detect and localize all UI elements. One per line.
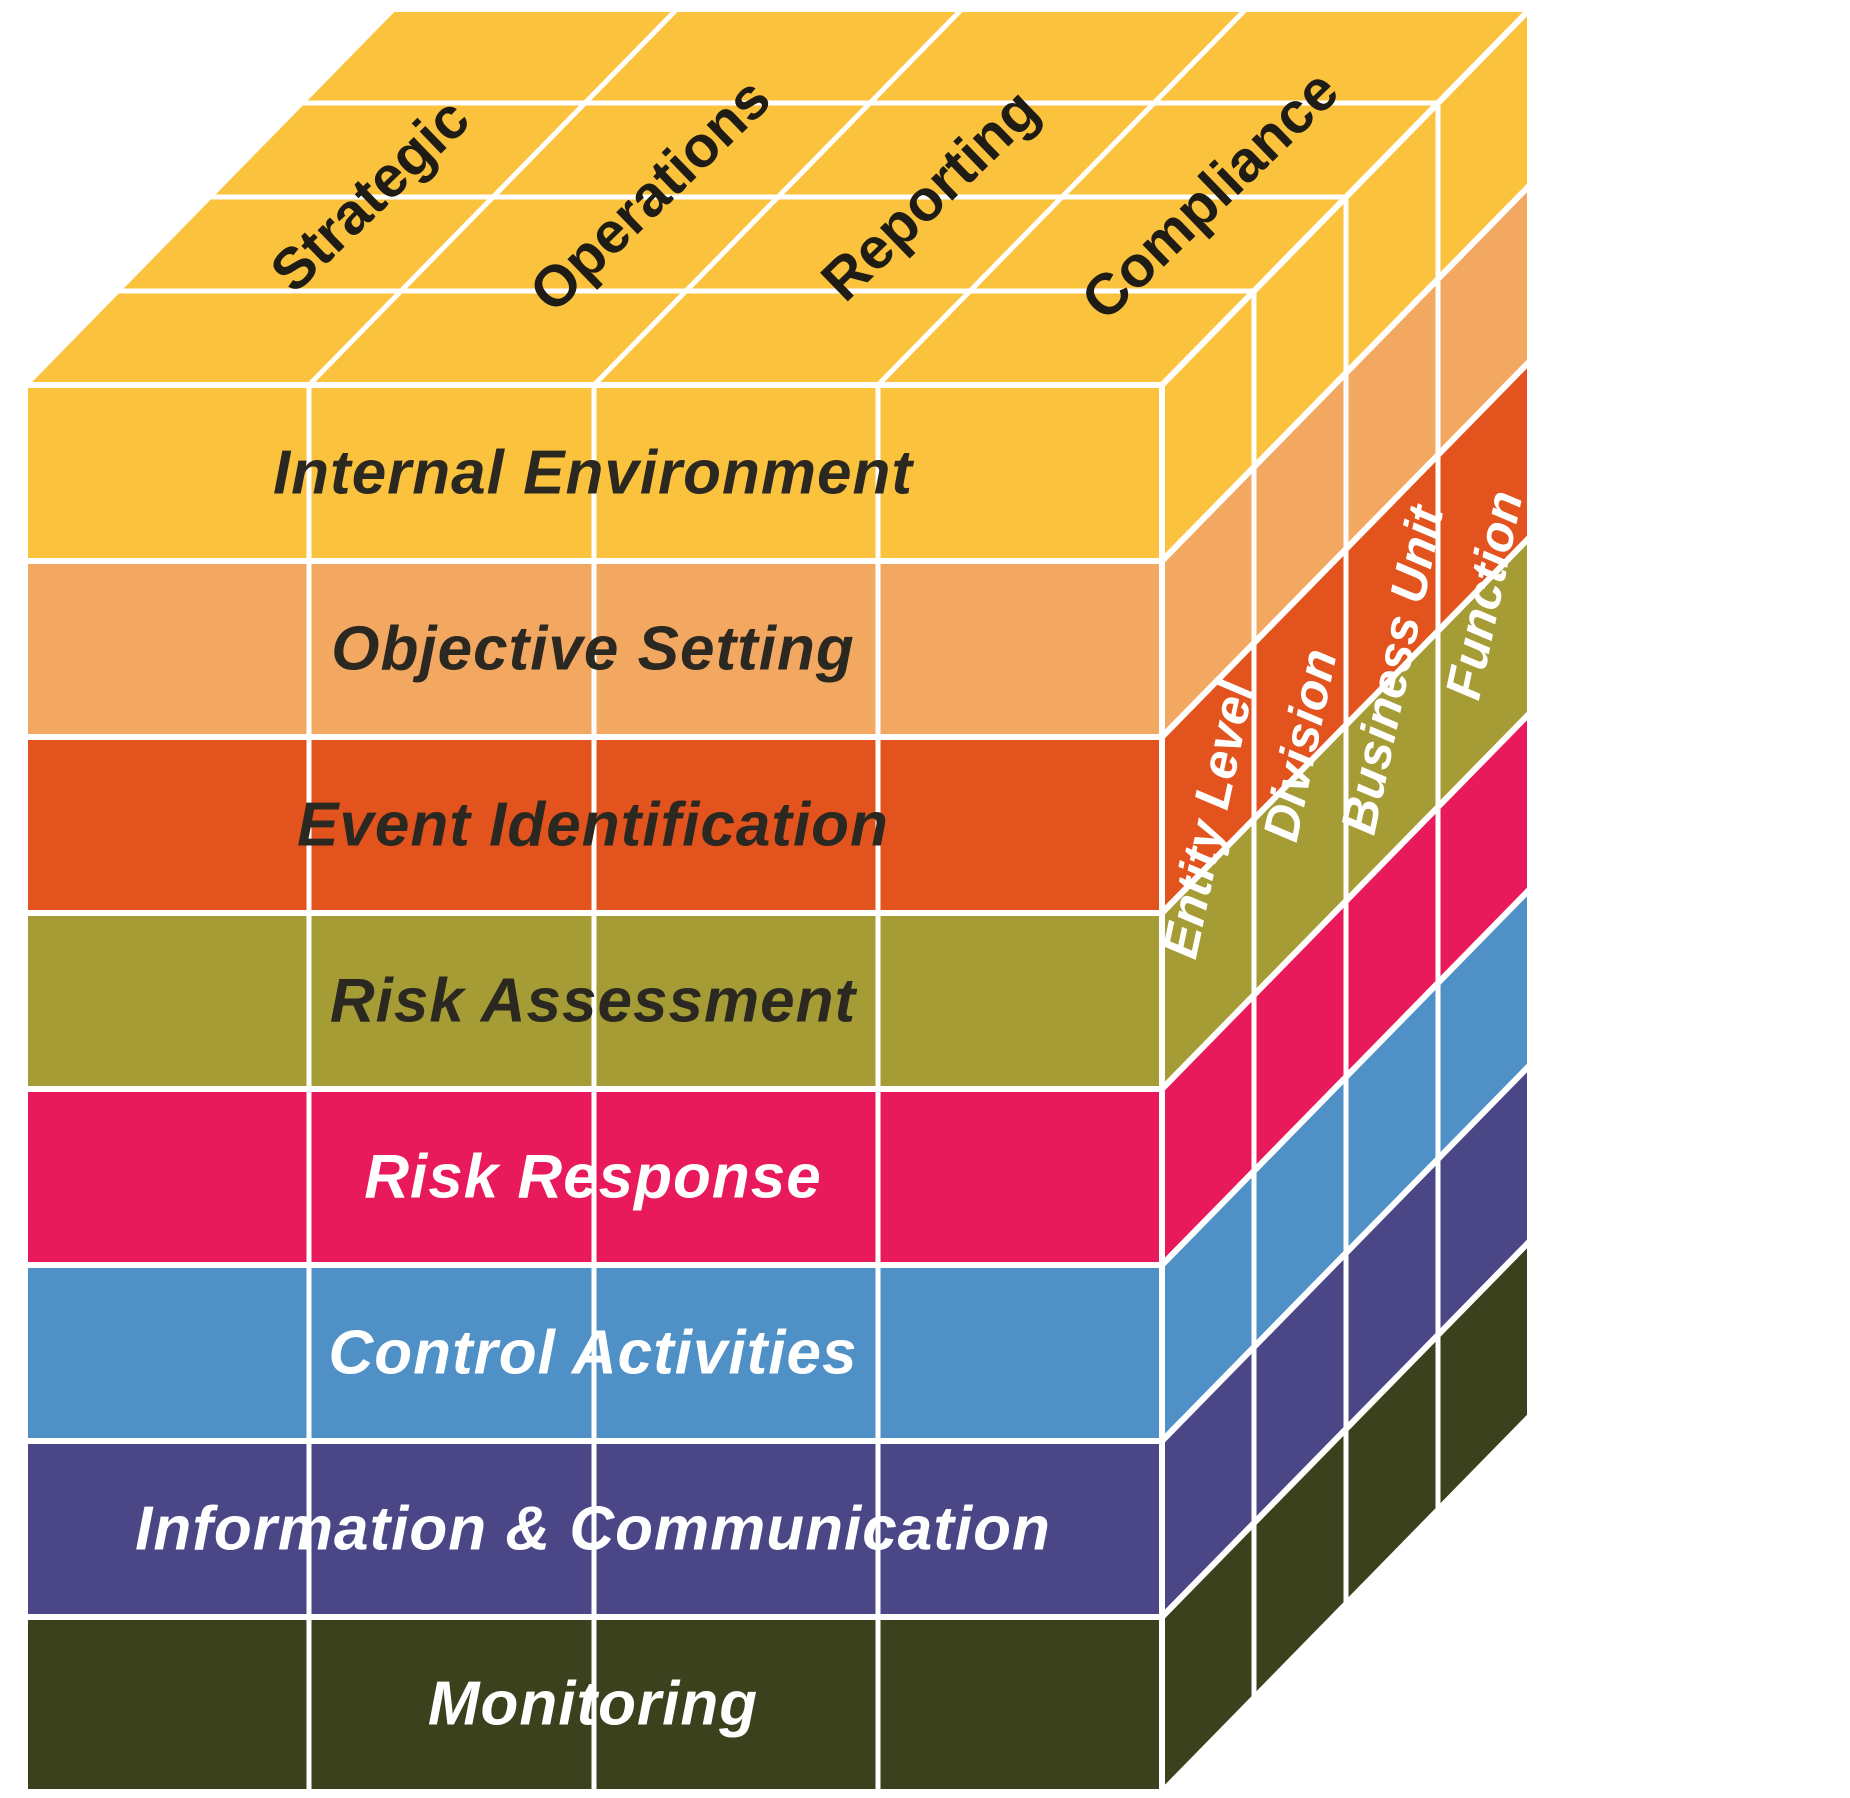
front-label-risk-response: Risk Response (364, 1143, 822, 1212)
side-face: Entity Level Division Business Unit Func… (1151, 6, 1533, 1795)
front-label-internal-environment: Internal Environment (273, 439, 914, 508)
top-face: Strategic Operations Reporting Complianc… (22, 6, 1533, 388)
front-label-monitoring: Monitoring (428, 1670, 758, 1739)
front-label-information-communication: Information & Communication (135, 1495, 1051, 1564)
front-face: Internal Environment Objective Setting E… (22, 382, 1165, 1795)
front-label-control-activities: Control Activities (329, 1319, 858, 1388)
front-label-objective-setting: Objective Setting (331, 615, 854, 684)
front-label-event-identification: Event Identification (297, 791, 889, 860)
front-label-risk-assessment: Risk Assessment (330, 967, 858, 1036)
